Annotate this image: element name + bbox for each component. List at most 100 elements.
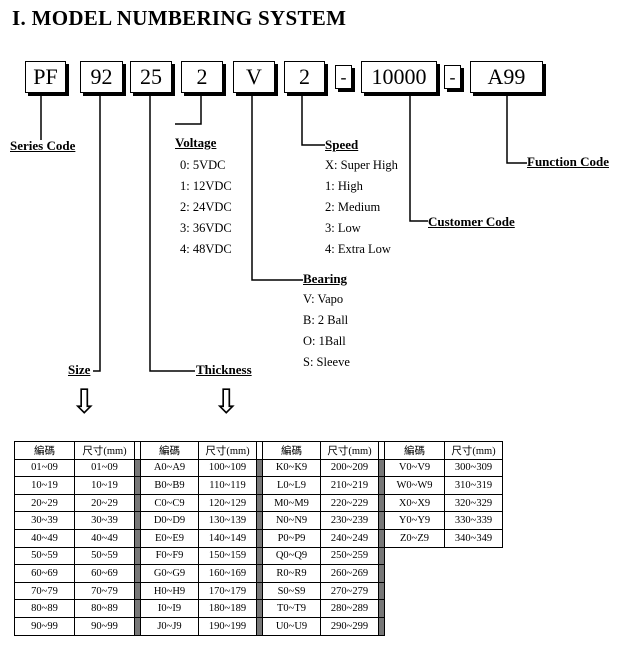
header-size: 尺寸(mm) <box>320 441 379 460</box>
code-cell: D0~D9 <box>140 511 199 530</box>
header-size: 尺寸(mm) <box>74 441 135 460</box>
code-cell: J0~J9 <box>140 616 199 636</box>
down-arrow-icon: ⇩ <box>70 382 99 422</box>
speed-option: 2: Medium <box>325 200 381 214</box>
size-cell: 190~199 <box>198 616 257 636</box>
size-cell: 40~49 <box>74 528 135 548</box>
size-cell: 240~249 <box>320 528 379 548</box>
voltage-option: 2: 24VDC <box>180 200 232 214</box>
code-cell: 60~69 <box>14 564 75 583</box>
size-cell: 200~209 <box>320 458 379 478</box>
bearing-label: Bearing <box>303 271 348 286</box>
code-cell: 20~29 <box>14 493 75 513</box>
page-title: I. MODEL NUMBERING SYSTEM <box>12 6 347 30</box>
code-cell: U0~U9 <box>262 616 321 636</box>
size-cell: 180~189 <box>198 599 257 618</box>
size-cell: 170~179 <box>198 581 257 601</box>
voltage-label: Voltage <box>175 135 217 150</box>
bearing-code-box: V <box>233 61 275 93</box>
column-separator <box>378 616 385 636</box>
down-arrow-icon: ⇩ <box>212 382 241 422</box>
customer-code-box: 10000 <box>361 61 437 93</box>
code-cell: M0~M9 <box>262 493 321 513</box>
size-cell: 10~19 <box>74 476 135 495</box>
size-cell: 110~119 <box>198 476 257 495</box>
size-cell: 220~229 <box>320 493 379 513</box>
code-cell: R0~R9 <box>262 564 321 583</box>
size-cell: 320~329 <box>444 493 503 513</box>
size-cell: 80~89 <box>74 599 135 618</box>
code-cell: 50~59 <box>14 546 75 566</box>
code-cell: F0~F9 <box>140 546 199 566</box>
empty-cell <box>385 600 445 618</box>
empty-cell <box>385 547 445 565</box>
speed-option: 3: Low <box>325 221 361 235</box>
speed-options: X: Super High 1: High 2: Medium 3: Low 4… <box>325 155 398 260</box>
thickness-code-box: 25 <box>130 61 172 93</box>
header-size: 尺寸(mm) <box>198 441 257 460</box>
code-cell: B0~B9 <box>140 476 199 495</box>
empty-cell <box>445 617 503 635</box>
code-cell: H0~H9 <box>140 581 199 601</box>
size-cell: 280~289 <box>320 599 379 618</box>
empty-cell <box>445 565 503 583</box>
voltage-option: 0: 5VDC <box>180 158 226 172</box>
code-cell: 90~99 <box>14 616 75 636</box>
size-cell: 120~129 <box>198 493 257 513</box>
code-cell: G0~G9 <box>140 564 199 583</box>
code-cell: S0~S9 <box>262 581 321 601</box>
code-cell: 40~49 <box>14 528 75 548</box>
function-code-label: Function Code <box>527 154 609 169</box>
voltage-code-box: 2 <box>181 61 223 93</box>
size-cell: 130~139 <box>198 511 257 530</box>
size-cell: 330~339 <box>444 511 503 530</box>
size-cell: 70~79 <box>74 581 135 601</box>
empty-cell <box>385 565 445 583</box>
code-cell: W0~W9 <box>384 476 445 495</box>
size-cell: 230~239 <box>320 511 379 530</box>
size-code-box: 92 <box>80 61 123 93</box>
size-cell: 260~269 <box>320 564 379 583</box>
code-cell: I0~I9 <box>140 599 199 618</box>
size-label: Size <box>68 362 91 377</box>
size-cell: 290~299 <box>320 616 379 636</box>
size-cell: 160~169 <box>198 564 257 583</box>
empty-cell <box>385 617 445 635</box>
speed-option: X: Super High <box>325 158 398 172</box>
empty-cell <box>445 582 503 600</box>
code-cell: 30~39 <box>14 511 75 530</box>
code-cell: 80~89 <box>14 599 75 618</box>
size-cell: 140~149 <box>198 528 257 548</box>
code-cell: 01~09 <box>14 458 75 478</box>
bearing-option: V: Vapo <box>303 292 344 306</box>
size-cell: 210~219 <box>320 476 379 495</box>
size-cell: 01~09 <box>74 458 135 478</box>
code-cell: K0~K9 <box>262 458 321 478</box>
code-cell: X0~X9 <box>384 493 445 513</box>
table-header-row: 編碼尺寸(mm)編碼尺寸(mm)編碼尺寸(mm)編碼尺寸(mm) <box>14 441 503 460</box>
header-code: 編碼 <box>14 441 75 460</box>
voltage-option: 1: 12VDC <box>180 179 232 193</box>
code-cell: C0~C9 <box>140 493 199 513</box>
size-cell: 300~309 <box>444 458 503 478</box>
voltage-option: 3: 36VDC <box>180 221 232 235</box>
size-cell: 100~109 <box>198 458 257 478</box>
code-cell: A0~A9 <box>140 458 199 478</box>
header-code: 編碼 <box>140 441 199 460</box>
speed-code-box: 2 <box>284 61 325 93</box>
bearing-options: V: Vapo B: 2 Ball O: 1Ball S: Sleeve <box>303 289 350 373</box>
code-cell: L0~L9 <box>262 476 321 495</box>
customer-code-label: Customer Code <box>428 214 515 229</box>
code-cell: T0~T9 <box>262 599 321 618</box>
code-cell: Y0~Y9 <box>384 511 445 530</box>
code-cell: Z0~Z9 <box>384 528 445 548</box>
